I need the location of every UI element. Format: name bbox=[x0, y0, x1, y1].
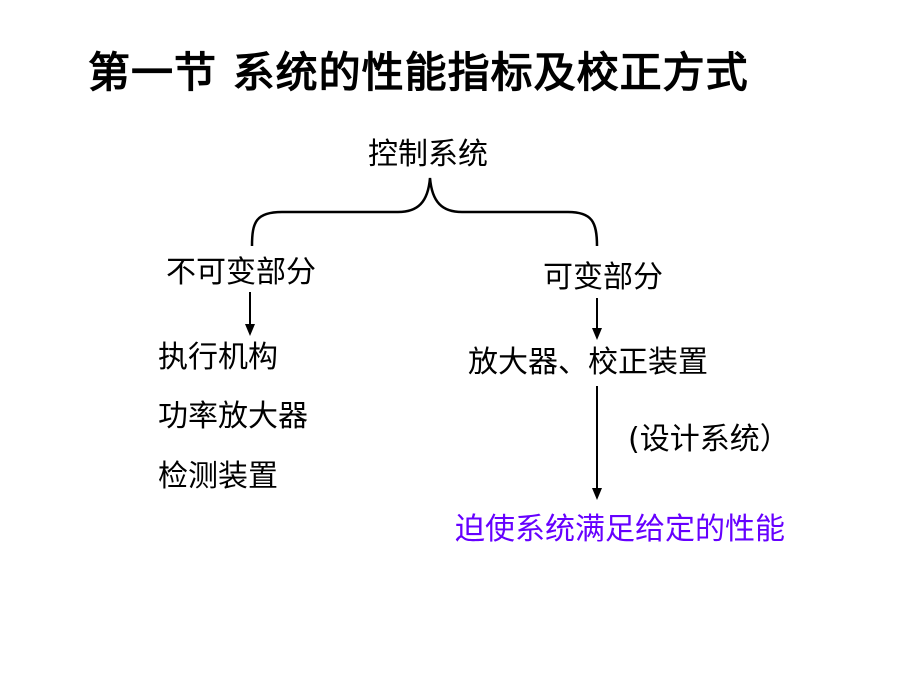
result-arrow-head bbox=[592, 488, 602, 500]
result-text: 迫使系统满足给定的性能 bbox=[455, 512, 785, 547]
root-brace bbox=[250, 177, 599, 247]
left-branch-label: 不可变部分 bbox=[166, 255, 316, 290]
left-arrow-head bbox=[245, 324, 255, 336]
right-arrow-head bbox=[592, 328, 602, 340]
right-item: 放大器、校正装置 bbox=[468, 345, 708, 380]
design-note: (设计系统） bbox=[628, 422, 790, 457]
right-branch-label: 可变部分 bbox=[543, 260, 663, 295]
left-item: 功率放大器 bbox=[158, 399, 308, 434]
page-title: 第一节 系统的性能指标及校正方式 bbox=[88, 48, 749, 97]
left-item: 执行机构 bbox=[158, 340, 278, 375]
root-node: 控制系统 bbox=[368, 137, 488, 172]
left-item: 检测装置 bbox=[158, 459, 278, 494]
